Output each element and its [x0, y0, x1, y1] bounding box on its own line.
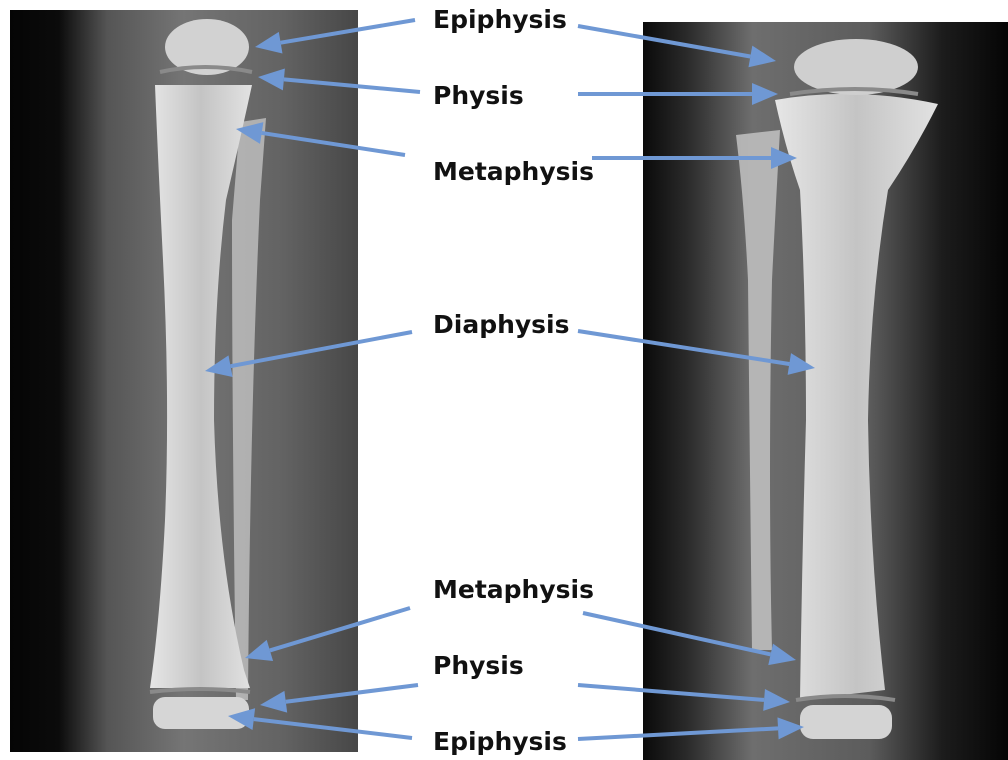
label-physis-top: Physis	[433, 81, 524, 110]
label-group: Epiphysis Physis Metaphysis Diaphysis Me…	[433, 5, 594, 756]
left-lower-epiphysis-shape	[153, 697, 249, 729]
right-xray-image	[643, 22, 1008, 760]
right-upper-epiphysis-shape	[794, 39, 918, 95]
right-lower-epiphysis-shape	[800, 705, 892, 739]
label-diaphysis: Diaphysis	[433, 310, 570, 339]
label-epiphysis-top: Epiphysis	[433, 5, 567, 34]
label-physis-bottom: Physis	[433, 651, 524, 680]
label-metaphysis-top: Metaphysis	[433, 157, 594, 186]
label-metaphysis-bottom: Metaphysis	[433, 575, 594, 604]
label-epiphysis-bottom: Epiphysis	[433, 727, 567, 756]
